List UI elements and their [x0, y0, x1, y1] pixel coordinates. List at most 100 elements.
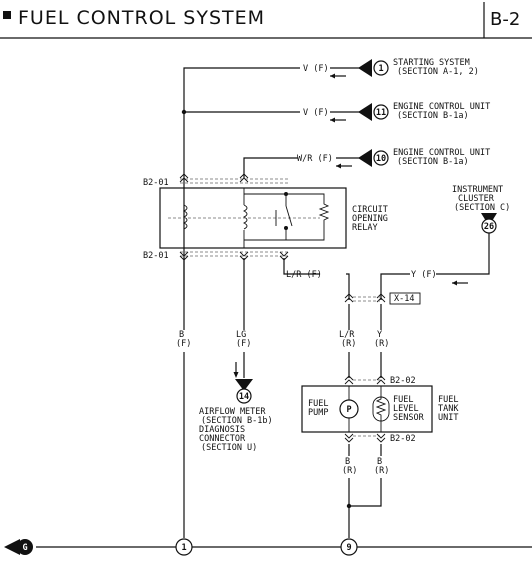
sensor-label-3: SENSOR: [393, 413, 425, 423]
pin-symbol-lr-x14: [344, 293, 354, 303]
ground-point-1-label: 1: [181, 543, 186, 553]
fuel-unit-box: [301, 385, 433, 433]
pin-symbol-b-top: [179, 173, 189, 183]
ground-point-9: [340, 538, 358, 556]
arrowhead-11: [330, 117, 335, 123]
fuel-pump-letter: P: [346, 405, 351, 415]
y-r-label-2: (R): [374, 339, 389, 349]
pin-symbol-lg-top: [239, 173, 249, 183]
section-number: B-2: [490, 9, 520, 30]
circuit-opening-relay: B2-01 B2-01 CIRCUIT OPENING RELAY: [143, 173, 388, 261]
pin-b202-bot-1: [344, 433, 354, 443]
cluster-number: 26: [484, 222, 494, 232]
ground-marker-arrow: [4, 539, 20, 555]
airflow-line4: CONNECTOR: [199, 434, 246, 444]
lr-wire-2: [346, 273, 350, 300]
ground-point-1: [175, 538, 193, 556]
b202-bot-label: B2-02: [390, 434, 416, 444]
connection-11-line2: (SECTION B-1a): [397, 111, 469, 121]
b-r2-label-1: B: [377, 457, 382, 467]
connection-1-line1: STARTING SYSTEM: [393, 58, 470, 68]
pin-b202-top-2: [376, 375, 386, 385]
tank-label-3: UNIT: [438, 413, 458, 423]
y-r-label-1: Y: [377, 330, 382, 340]
pin-b202-top-1: [344, 375, 354, 385]
lg-wire-label-2: (F): [236, 339, 251, 349]
connection-marker-10: [358, 149, 372, 167]
lr-r-label-2: (R): [341, 339, 356, 349]
ground-marker-circle: [17, 539, 33, 555]
airflow-connection: 14 AIRFLOW METER (SECTION B-1b) DIAGNOSI…: [199, 379, 273, 453]
connection-10-line1: ENGINE CONTROL UNIT: [393, 148, 490, 158]
airflow-number: 14: [239, 392, 249, 402]
relay-box: [159, 187, 347, 249]
ground-junction-dot: [346, 503, 352, 509]
wire-label-10: W/R (F): [297, 154, 333, 164]
airflow-line2: (SECTION B-1b): [201, 416, 273, 426]
page-title: FUEL CONTROL SYSTEM: [18, 7, 265, 29]
cluster-wire-2: [380, 273, 410, 300]
vertical-wires: B (F) LG (F) L/R (R) Y (R): [176, 258, 389, 538]
relay-label-1: CIRCUIT: [352, 205, 388, 215]
b-r1-label-1: B: [345, 457, 350, 467]
lg-arrowhead: [233, 372, 239, 378]
feed-wire-1: [183, 67, 300, 300]
b-wire-label-1: B: [179, 330, 184, 340]
relay-connector-top: B2-01: [143, 178, 169, 188]
junction-dot-1: [181, 109, 187, 115]
relay-switch-bottom: [244, 228, 287, 241]
relay-contact: [285, 205, 293, 227]
connection-10-line2: (SECTION B-1a): [397, 157, 469, 167]
connection-11-number: 11: [376, 108, 386, 118]
relay-label-2: OPENING: [352, 214, 388, 224]
relay-connector-bottom: B2-01: [143, 251, 169, 261]
lr-wire-path: L/R (F) X-14: [283, 258, 421, 305]
airflow-line3: DIAGNOSIS: [199, 425, 245, 435]
b202-top-label: B2-02: [390, 376, 416, 386]
pin-b202-bot-2: [376, 433, 386, 443]
connection-marker-11: [358, 103, 372, 121]
ground-point-9-label: 9: [346, 543, 351, 553]
ground-marker-label: G: [22, 543, 27, 553]
pump-label-1: FUEL: [308, 399, 328, 409]
wire-label-11: V (F): [303, 108, 329, 118]
sensor-label-2: LEVEL: [393, 404, 419, 414]
tank-label-1: FUEL: [438, 395, 458, 405]
connection-1-number: 1: [378, 64, 383, 74]
x14-label: X-14: [394, 294, 414, 304]
cluster-line2: CLUSTER: [458, 194, 495, 204]
arrowhead-1: [330, 73, 335, 79]
header: FUEL CONTROL SYSTEM B-2: [0, 2, 532, 39]
x14-box: [389, 292, 421, 305]
feed-wire-10: [243, 157, 298, 178]
wire-label-1: V (F): [303, 64, 329, 74]
connection-10-number: 10: [376, 154, 386, 164]
fuel-level-sensor-resistor: [375, 386, 387, 432]
relay-label-3: RELAY: [352, 223, 378, 233]
connection-1-line2: (SECTION A-1, 2): [397, 67, 479, 77]
airflow-circle: [236, 388, 252, 404]
fuel-tank-unit: B2-02 FUEL PUMP P FUEL LEVEL SENSOR FUEL…: [301, 375, 459, 444]
b-r2-label-2: (R): [374, 466, 389, 476]
b-r1-label-2: (R): [342, 466, 357, 476]
cluster-arrowhead: [452, 280, 457, 286]
relay-junction-2: [284, 226, 288, 230]
ground-wiring: B (R) B (R) 1 9 G: [4, 444, 532, 556]
tank-label-2: TANK: [438, 404, 459, 414]
lr-wire-1: [283, 258, 320, 275]
cluster-wire: [436, 233, 490, 275]
pump-label-2: PUMP: [308, 408, 328, 418]
instrument-cluster-connection: INSTRUMENT CLUSTER (SECTION C) 26 Y (F): [380, 185, 510, 300]
relay-coil-center: [242, 204, 248, 230]
connection-1-circle: [373, 60, 389, 76]
lr-r-label-1: L/R: [339, 330, 355, 340]
airflow-line5: (SECTION U): [201, 443, 257, 453]
arrowhead-10: [336, 163, 341, 169]
connection-marker-1: [358, 59, 372, 77]
relay-coil-left: [182, 204, 188, 230]
b-wire-label-2: (F): [176, 339, 191, 349]
b-r-wire-2-lower: [349, 478, 382, 507]
cluster-line1: INSTRUMENT: [452, 185, 503, 195]
connection-feeds: V (F) V (F) W/R (F) 1 STARTING SYSTEM (S…: [181, 58, 490, 300]
